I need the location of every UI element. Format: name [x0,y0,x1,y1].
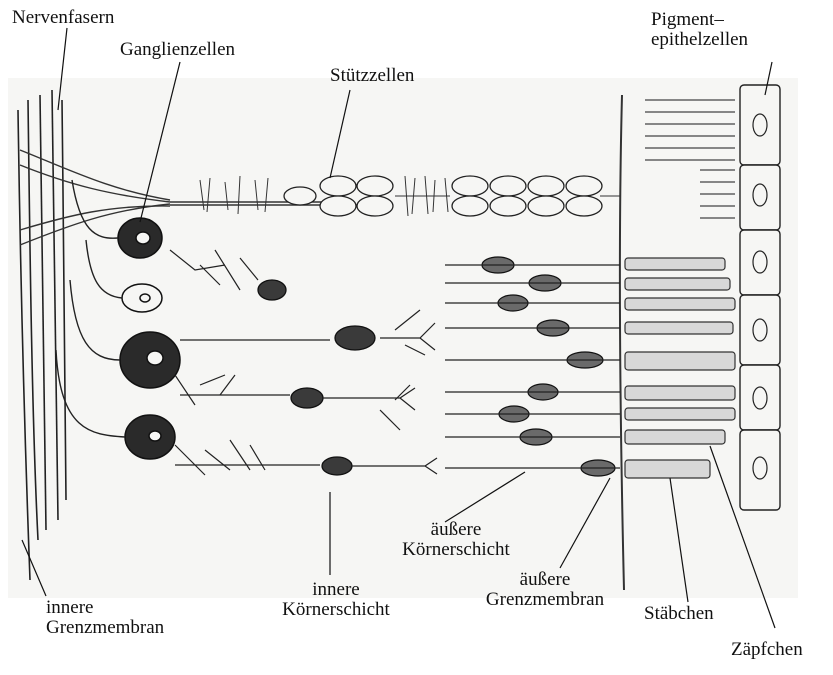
label-ganglienzellen: Ganglienzellen [120,40,235,60]
pigment-cells [740,85,780,510]
label-aeussere-koernerschicht: äußere Körnerschicht [402,520,510,560]
label-staebchen: Stäbchen [644,604,714,624]
label-innere-koernerschicht: innere Körnerschicht [282,580,390,620]
label-innere-grenzmembran: innere Grenzmembran [46,598,164,638]
label-aeussere-grenzmembran: äußere Grenzmembran [486,570,604,610]
label-stuetzzellen: Stützzellen [330,66,414,86]
label-zaepfchen: Zäpfchen [731,640,803,660]
label-pigmentepithelzellen: Pigment– epithelzellen [651,10,748,50]
label-nervenfasern: Nervenfasern [12,8,114,28]
